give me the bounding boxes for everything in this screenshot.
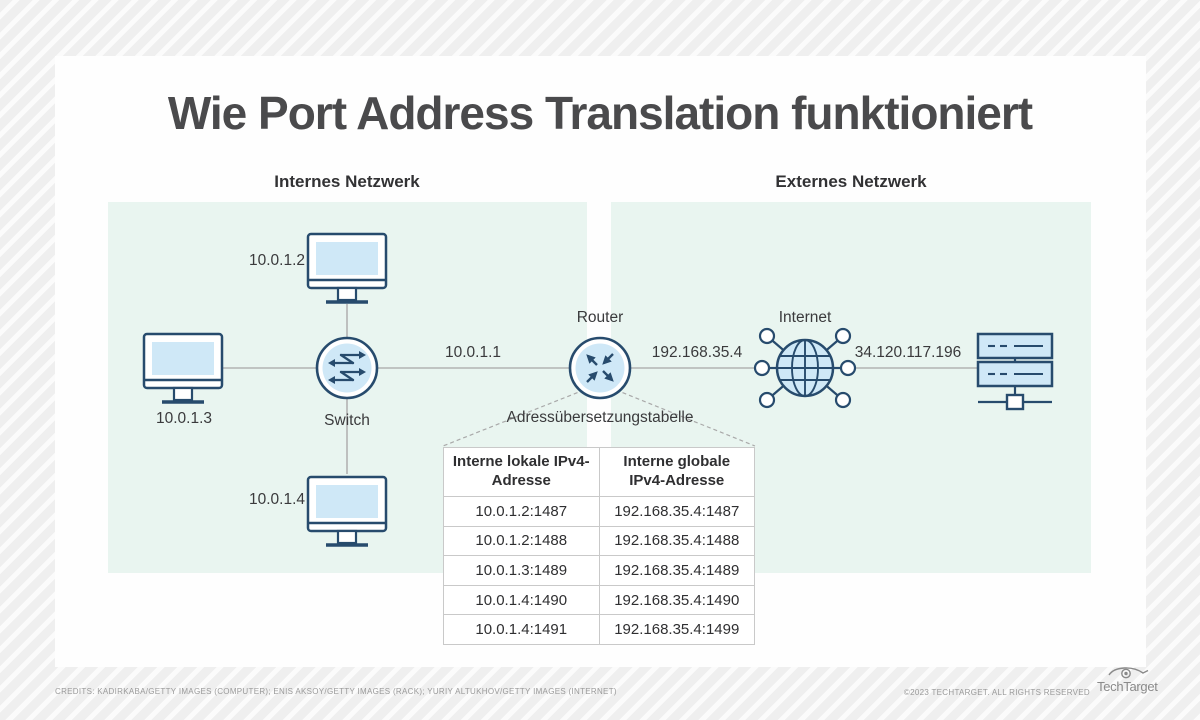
nat-table-header-row: Interne lokale IPv4-Adresse Interne glob… (443, 447, 755, 497)
nat-table-row: 10.0.1.3:1489 192.168.35.4:1489 (443, 555, 755, 586)
pc-bottom-ip-label: 10.0.1.4 (248, 491, 305, 508)
switch-router-ip-label: 10.0.1.1 (444, 344, 502, 361)
internet-label: Internet (778, 309, 832, 326)
nat-table-row: 10.0.1.4:1491 192.168.35.4:1499 (443, 614, 755, 645)
router-label: Router (576, 309, 624, 326)
techtarget-logo: TechTarget (1097, 664, 1158, 698)
techtarget-logo-text: TechTarget (1097, 679, 1158, 694)
nat-local-address: 10.0.1.3:1489 (443, 555, 600, 586)
nat-global-address: 192.168.35.4:1489 (598, 555, 755, 586)
pc-top-ip-label: 10.0.1.2 (248, 252, 305, 269)
nat-table: Interne lokale IPv4-Adresse Interne glob… (443, 447, 755, 645)
nat-global-address: 192.168.35.4:1487 (598, 496, 755, 527)
nat-global-address: 192.168.35.4:1490 (598, 584, 755, 616)
internet-globe-icon (753, 327, 857, 409)
nat-local-address: 10.0.1.2:1488 (443, 525, 600, 557)
nat-global-address: 192.168.35.4:1499 (598, 614, 755, 645)
router-internet-ip-label: 192.168.35.4 (651, 344, 743, 361)
computer-icon-bottom (306, 475, 388, 547)
computer-icon-top (306, 232, 388, 304)
techtarget-eye-icon (1108, 667, 1149, 679)
nat-local-address: 10.0.1.2:1487 (443, 496, 600, 527)
page-title: Wie Port Address Translation funktionier… (167, 87, 1033, 139)
pc-left-ip-label: 10.0.1.3 (155, 410, 213, 427)
network-link-lines (222, 304, 977, 474)
internal-network-heading: Internes Netzwerk (274, 172, 420, 191)
nat-table-header-local: Interne lokale IPv4-Adresse (443, 447, 600, 497)
nat-table-header-global: Interne globale IPv4-Adresse (598, 447, 755, 497)
nat-local-address: 10.0.1.4:1490 (443, 584, 600, 616)
nat-table-label: Adressübersetzungstabelle (506, 409, 694, 426)
credits-text: CREDITS: KADIRKABA/GETTY IMAGES (COMPUTE… (55, 687, 617, 696)
external-network-heading: Externes Netzwerk (775, 172, 927, 191)
switch-label: Switch (324, 412, 370, 429)
server-rack-icon (976, 332, 1054, 411)
nat-table-row: 10.0.1.2:1488 192.168.35.4:1488 (443, 525, 755, 557)
switch-icon (315, 336, 379, 400)
nat-table-row: 10.0.1.2:1487 192.168.35.4:1487 (443, 496, 755, 527)
internet-server-ip-label: 34.120.117.196 (854, 344, 962, 361)
nat-global-address: 192.168.35.4:1488 (598, 525, 755, 557)
copyright-text: ©2023 TECHTARGET. ALL RIGHTS RESERVED (903, 688, 1090, 697)
router-icon (568, 336, 632, 400)
computer-icon-left (142, 332, 224, 404)
nat-local-address: 10.0.1.4:1491 (443, 614, 600, 645)
callout-dashed-lines (442, 389, 756, 447)
nat-table-row: 10.0.1.4:1490 192.168.35.4:1490 (443, 584, 755, 616)
